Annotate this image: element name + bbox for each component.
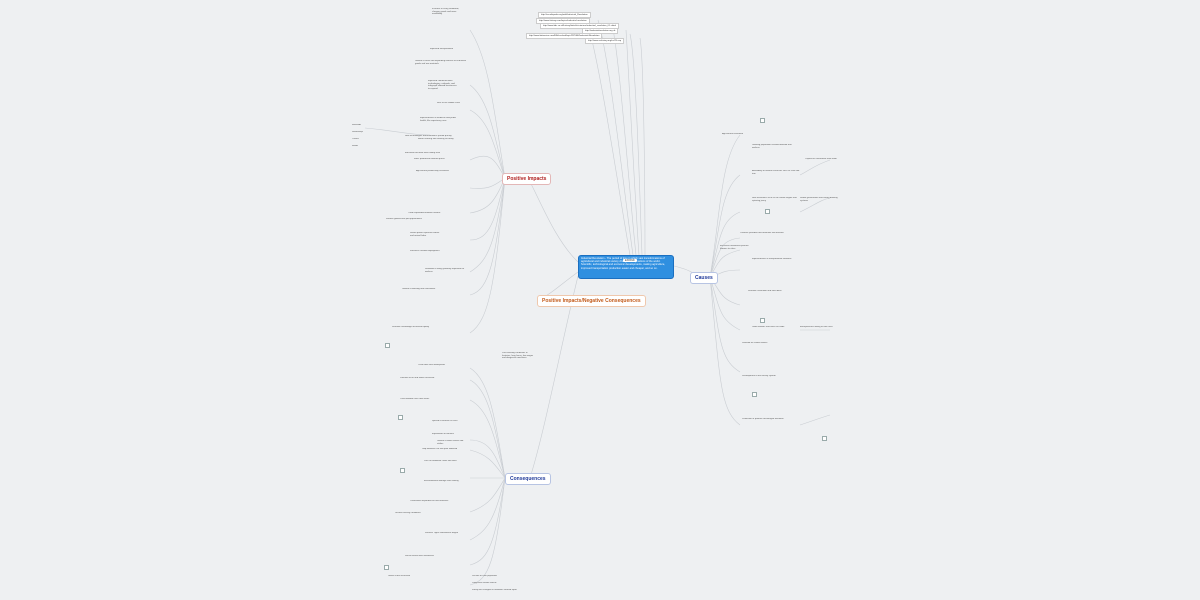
note: Urban crime increased — [388, 575, 411, 577]
expand-icon[interactable] — [398, 415, 403, 420]
note: Growth of labor unions and strikes — [437, 440, 464, 445]
note: Capital for investment from trade — [805, 158, 837, 160]
expand-icon[interactable] — [384, 565, 389, 570]
note: Trade expanded between nations — [408, 212, 441, 214]
note: Increase in living standards, cheaper go… — [432, 8, 460, 16]
note: Exploitation of workers — [432, 433, 455, 435]
note: Education became more widely available — [405, 152, 440, 154]
note: Loss of traditional crafts and skills — [424, 460, 457, 462]
central-topic-text: Industrial Revolution - The period of ti… — [581, 257, 666, 270]
note: Enclosure movement pushed farmers to cit… — [720, 245, 749, 250]
link-item[interactable]: http://en.wikipedia.org/wiki/Industrial_… — [538, 12, 591, 18]
note: Spread of disease in cities — [432, 420, 458, 422]
note: New inventions such as the steam engine … — [752, 197, 797, 202]
note: Gap between rich and poor widened — [422, 448, 458, 450]
note: Factories created employment — [410, 250, 440, 252]
expand-icon[interactable] — [760, 118, 765, 123]
note: Development of the factory system — [742, 375, 776, 377]
note: Poor working conditions in factories, lo… — [502, 352, 534, 360]
link-item[interactable]: http://www.bbc.co.uk/history/british/vic… — [540, 23, 619, 29]
expand-icon[interactable] — [765, 209, 770, 214]
link-item[interactable]: http://www.britannica.com/EBchecked/topi… — [526, 33, 603, 39]
note: Long-term climate effects — [472, 582, 497, 584]
note: Colonies provided raw materials and mark… — [740, 232, 784, 234]
note: Growth of banking and investment — [402, 288, 436, 290]
note: Improvements in transportation networks — [752, 258, 792, 260]
note: Mass production lowered prices — [414, 158, 445, 160]
note: Stable government and strong banking sys… — [800, 197, 838, 202]
note: Environmental damage from mining — [424, 480, 459, 482]
note: Pollution of air and water increased — [400, 377, 435, 379]
note: Agricultural productivity increased — [416, 170, 449, 172]
note: Overcrowded cities and slums — [400, 398, 430, 400]
note: Good harbors and rivers for trade — [752, 326, 785, 328]
link-item[interactable]: http://www.ushistory.org/us/25.asp — [585, 38, 625, 44]
note: Scientific revolution and new ideas — [748, 290, 782, 292]
note: Women gained new job opportunities — [386, 218, 422, 220]
note: Rise of the middle class — [437, 102, 461, 104]
note: Improved transportation — [430, 48, 454, 50]
note: Decline of rural population — [472, 575, 498, 577]
note: Growth of cities and expanding markets f… — [415, 60, 466, 65]
note: Family life changed as members worked ap… — [472, 589, 517, 591]
note: Unsafe housing conditions — [395, 512, 421, 514]
expand-icon[interactable] — [760, 318, 765, 323]
branch-causes[interactable]: Causes — [690, 272, 718, 284]
expand-icon[interactable] — [752, 392, 757, 397]
note: Improved communication technologies, rai… — [428, 80, 457, 91]
note: Improvements in medicine and public heal… — [420, 117, 457, 122]
note: Steam power replaced human and animal la… — [410, 232, 440, 237]
note: Availability of natural resources such a… — [752, 170, 800, 175]
note: Protection of patents encouraged inventi… — [742, 418, 784, 420]
note: New technologies and inventions spread q… — [405, 135, 452, 137]
note: Child labor was widespread — [418, 364, 445, 366]
note: Agricultural revolution — [722, 133, 744, 135]
note: Social reform laws introduced — [405, 555, 434, 557]
note: Demand for cotton textiles — [742, 342, 768, 344]
note-small: Canals — [352, 138, 359, 140]
central-topic[interactable]: EXPAND Industrial Revolution - The perio… — [578, 255, 674, 279]
branch-positive-impacts[interactable]: Positive Impacts — [502, 173, 552, 185]
note-small: Steamships — [352, 131, 364, 133]
note-small: Railroads — [352, 124, 362, 126]
expand-tag[interactable]: EXPAND — [623, 259, 637, 263]
note: Better housing and clothing for many — [418, 138, 454, 140]
note: Workers' rights movements began — [425, 532, 459, 534]
expand-icon[interactable] — [385, 343, 390, 348]
expand-icon[interactable] — [822, 436, 827, 441]
branch-positive-negative[interactable]: Positive Impacts/Negative Consequences — [537, 295, 646, 307]
expand-icon[interactable] — [400, 468, 405, 473]
note: Growing population created demand and wo… — [752, 144, 792, 149]
note: Colonialism expanded for raw materials — [410, 500, 449, 502]
note-small: Roads — [352, 145, 359, 147]
note: Scientific knowledge increased rapidly — [392, 326, 429, 328]
note: Entrepreneurs willing to take risks — [800, 326, 833, 328]
note: Standard of living gradually improved fo… — [425, 268, 465, 273]
branch-consequences[interactable]: Consequences — [505, 473, 551, 485]
